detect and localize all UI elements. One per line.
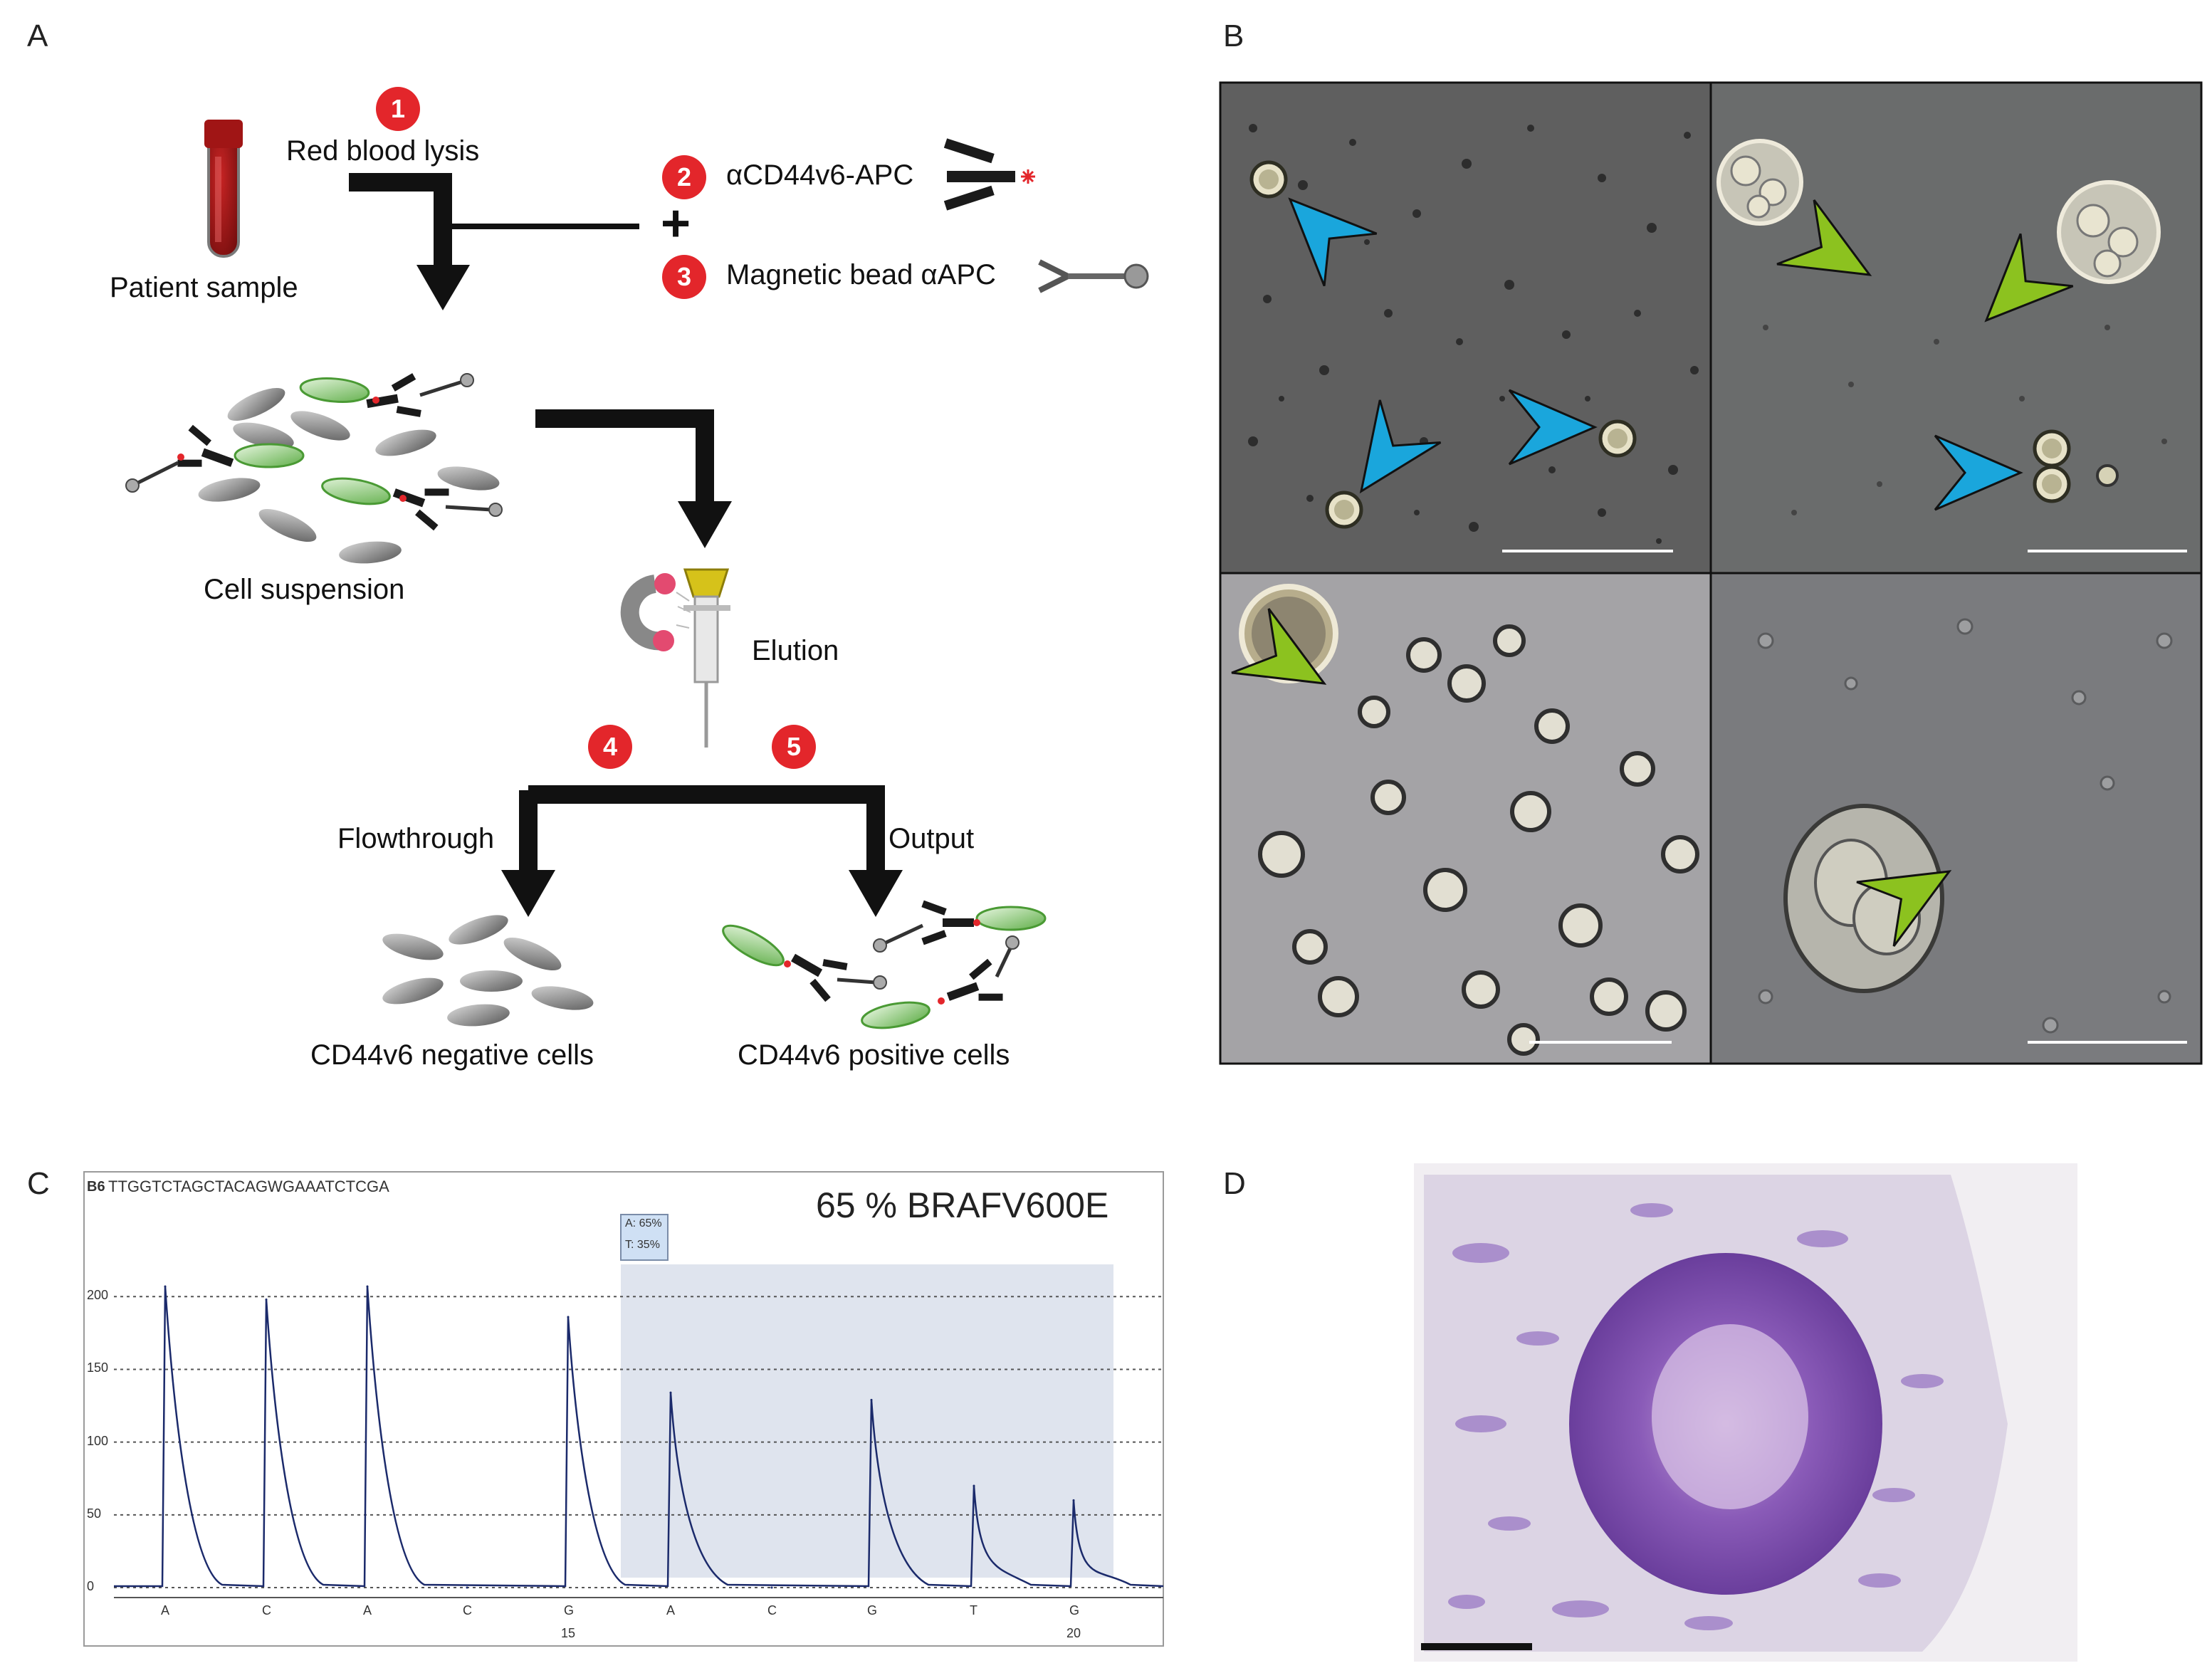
x-tick-label: G	[564, 1603, 575, 1617]
workflow-diagram	[125, 120, 1149, 1034]
cell-suspension-label: Cell suspension	[204, 574, 405, 605]
micrograph-q2	[1712, 83, 2201, 572]
x-tick-label: C	[767, 1603, 777, 1617]
blood-tube-icon	[204, 120, 243, 258]
elution-label: Elution	[752, 635, 839, 666]
scale-bar	[1421, 1643, 1532, 1650]
panel-label-b: B	[1223, 19, 1244, 53]
magnetic-bead-label: Magnetic bead αAPC	[726, 259, 996, 290]
pyrogram-trace	[114, 1286, 1164, 1588]
allele-ratio-t: T: 35%	[625, 1239, 660, 1251]
y-tick-label: 150	[87, 1360, 109, 1375]
output-label: Output	[889, 823, 975, 854]
x-tick-label: T	[970, 1603, 977, 1617]
peak-5	[669, 1391, 672, 1394]
antibody-label: αCD44v6-APC	[726, 159, 914, 191]
peak-2	[366, 1285, 369, 1288]
y-tick-label: 50	[87, 1506, 102, 1521]
step-badge-3: 3	[662, 255, 706, 299]
plus-sign: +	[661, 195, 691, 252]
micrograph-q4	[1712, 574, 2201, 1064]
panel-label-a: A	[27, 19, 48, 53]
step-badge-4: 4	[588, 725, 632, 769]
variant-highlight-region	[621, 1264, 1113, 1578]
x-position-number: 15	[561, 1626, 576, 1640]
peak-1	[265, 1298, 268, 1301]
allele-ratio-a: A: 65%	[625, 1217, 662, 1229]
x-tick-label: C	[262, 1603, 271, 1617]
peak-0	[164, 1285, 167, 1288]
step-badge-5: 5	[772, 725, 816, 769]
peak-3	[466, 1586, 468, 1589]
pyrogram-sample-id: B6	[87, 1179, 105, 1195]
pyrogram-peaks	[114, 1285, 1164, 1589]
peak-9	[1072, 1499, 1075, 1501]
x-tick-label: A	[363, 1603, 372, 1617]
antibody-apc-icon	[943, 138, 1035, 211]
panel-label-d: D	[1223, 1166, 1246, 1201]
peak-8	[973, 1484, 975, 1487]
panel-label-c: C	[27, 1166, 50, 1201]
pyrogram-sequence: TTGGTCTAGCTACAGWGAAATCTCGA	[108, 1178, 389, 1195]
pyrogram-gridlines	[114, 1296, 1163, 1588]
cell-suspension-illustration	[125, 372, 503, 566]
peak-4	[567, 1316, 570, 1318]
patient-sample-label: Patient sample	[110, 272, 298, 303]
spheroid-cluster	[1716, 139, 2161, 284]
y-tick-label: 100	[87, 1433, 109, 1448]
x-tick-label: A	[161, 1603, 170, 1617]
x-tick-label: G	[1069, 1603, 1080, 1617]
positive-cells-illustration	[716, 900, 1047, 1034]
arrowheads	[416, 265, 903, 917]
micrograph-q3	[1220, 574, 1710, 1064]
y-tick-label: 200	[87, 1288, 109, 1303]
x-tick-label: G	[867, 1603, 878, 1617]
workflow-arrows	[349, 173, 885, 873]
peak-6	[770, 1586, 773, 1589]
allele-ratio-box	[620, 1214, 669, 1261]
micrograph-q1	[1220, 83, 1710, 572]
magnetic-bead-icon	[1038, 259, 1149, 293]
step-badge-2: 2	[662, 155, 706, 199]
step-badge-1: 1	[376, 87, 420, 131]
pyrogram-title: 65 % BRAFV600E	[816, 1185, 1109, 1225]
peak-7	[870, 1398, 873, 1401]
x-tick-label: A	[666, 1603, 676, 1617]
flowthrough-label: Flowthrough	[337, 823, 495, 854]
positive-cells-label: CD44v6 positive cells	[738, 1039, 1010, 1071]
microscopy-grid	[1219, 81, 2203, 1065]
negative-cells-label: CD44v6 negative cells	[310, 1039, 594, 1071]
x-tick-label: C	[463, 1603, 472, 1617]
x-position-number: 20	[1066, 1626, 1081, 1640]
red-blood-lysis-label: Red blood lysis	[286, 135, 480, 167]
y-tick-label: 0	[87, 1579, 95, 1593]
magnetic-column-icon	[620, 568, 730, 748]
